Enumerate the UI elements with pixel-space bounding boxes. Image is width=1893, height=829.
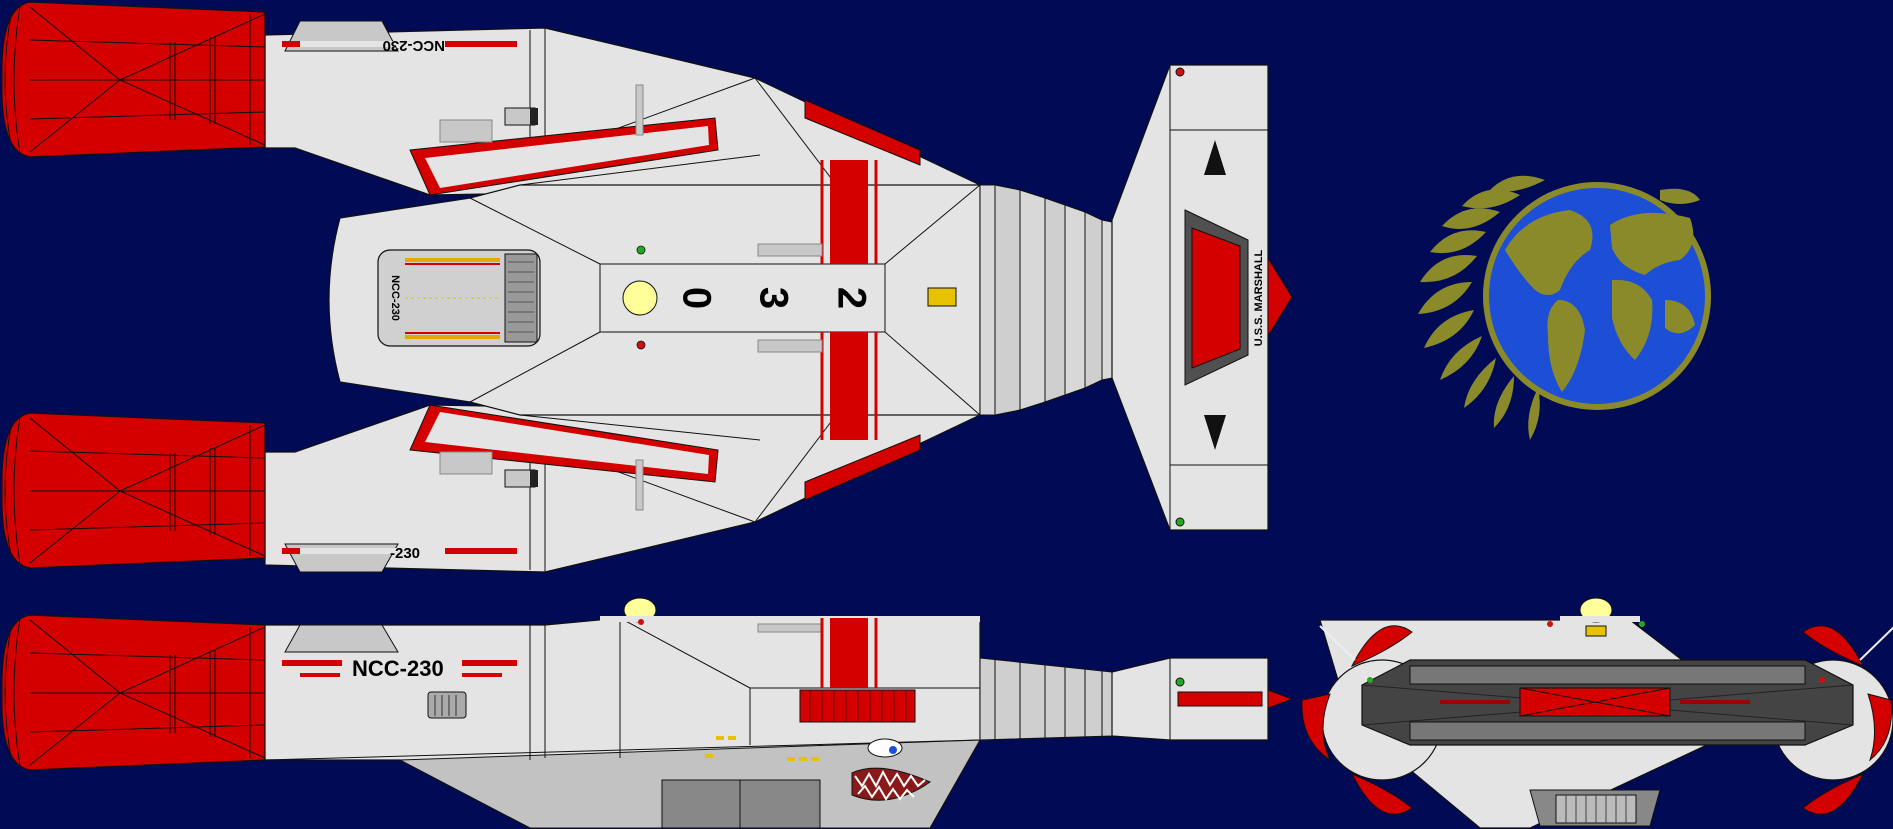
registry-side-label: NCC-230 (352, 656, 444, 681)
forward-section-top: U.S.S. MARSHALL (1111, 64, 1293, 531)
lower-exhaust (1, 412, 266, 569)
hull-digit-2: 2 (829, 287, 873, 309)
lower-nacelle: -230 (264, 404, 981, 573)
federation-emblem-icon (1418, 175, 1711, 440)
main-hull-top: 0 3 2 NCC-230 (328, 154, 981, 441)
registry-top-label: NCC-230 (382, 37, 445, 54)
top-view: NCC-230 -230 (1, 1, 1293, 573)
hatch-registry-label: NCC-230 (389, 275, 401, 321)
upper-exhaust (1, 1, 266, 158)
laurel-wreath-icon (1418, 175, 1545, 440)
front-view (1301, 597, 1893, 829)
shuttle-hatch: NCC-230 (377, 249, 541, 347)
hull-digit-1: 3 (751, 287, 795, 309)
ship-name-label: U.S.S. MARSHALL (1253, 249, 1265, 346)
side-view: NCC-230 (1, 597, 1294, 829)
hull-digit-0: 0 (674, 287, 718, 309)
registry-bottom-label: -230 (390, 545, 420, 562)
side-exhaust (1, 614, 266, 771)
upper-nacelle: NCC-230 (264, 20, 981, 196)
shark-mouth-nose-art-icon (851, 738, 932, 801)
neck-rings-top (979, 184, 1113, 416)
